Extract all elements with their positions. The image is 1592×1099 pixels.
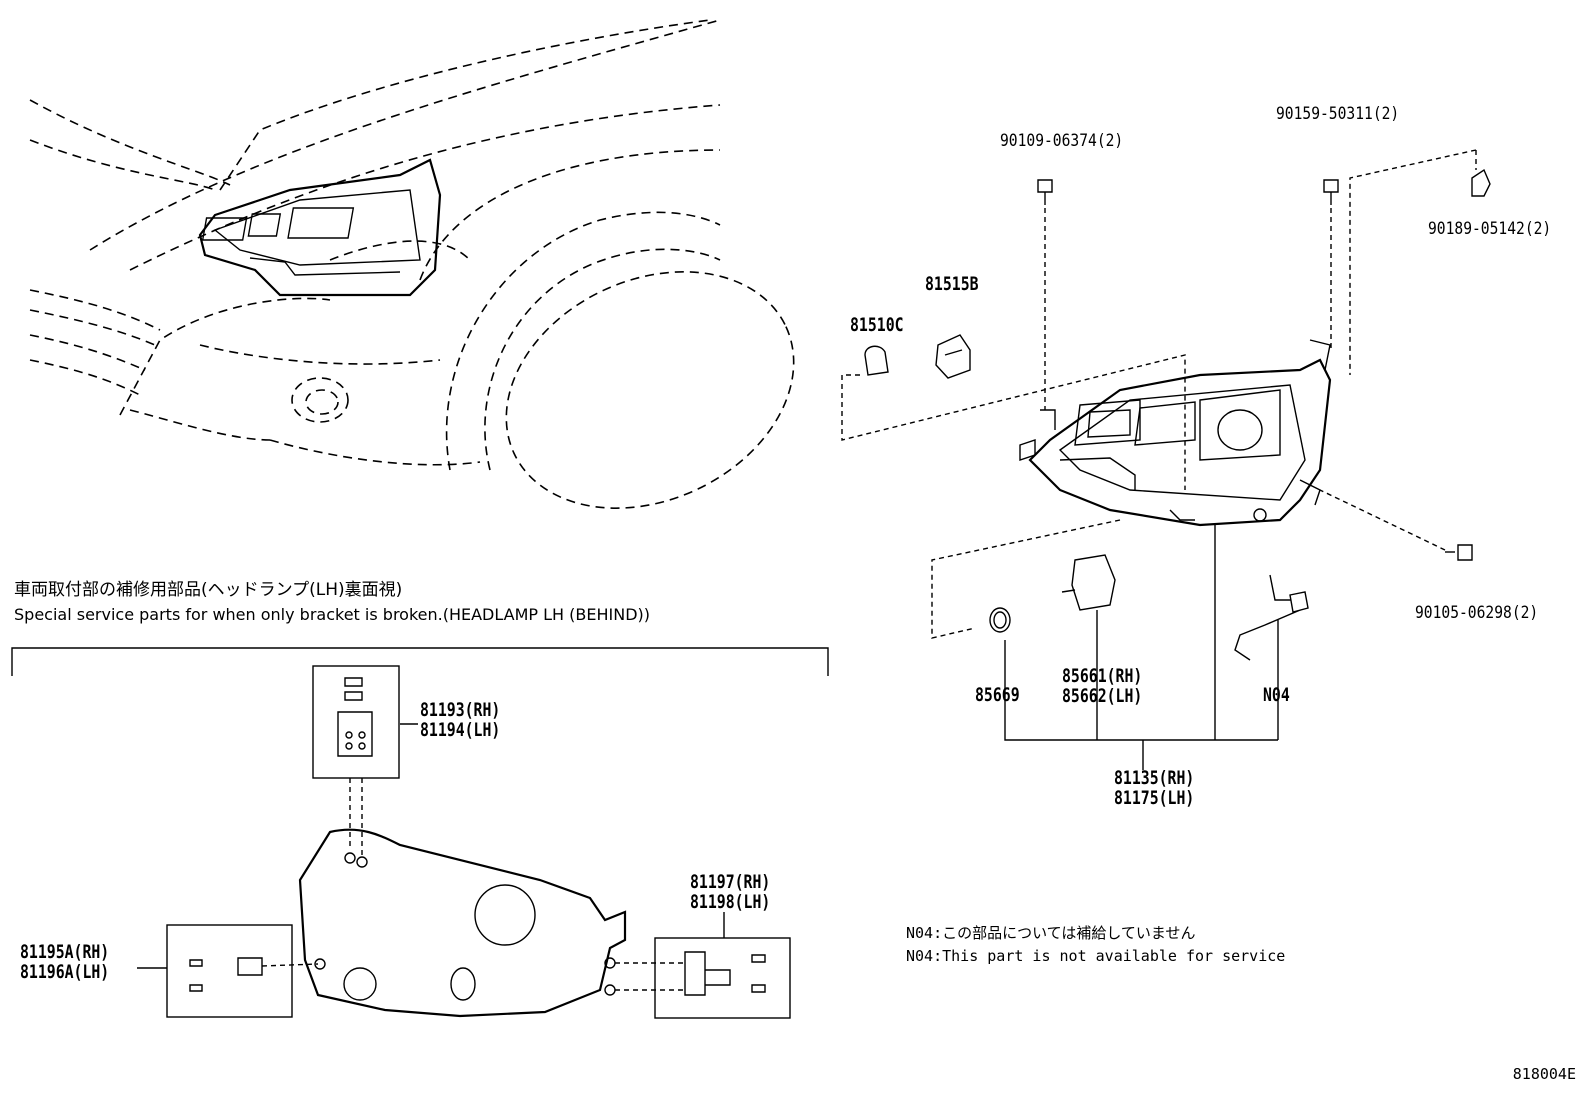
part-label-81195a: 81195A(RH) (20, 941, 110, 963)
part-label-85662: 85662(LH) (1062, 685, 1143, 707)
part-label-90105: 90105-06298(2) (1415, 603, 1539, 623)
part-label-85669: 85669 (975, 684, 1020, 706)
bracket-note-japanese: 車両取付部の補修用部品(ヘッドランプ(LH)裏面視) (14, 580, 403, 600)
part-label-81194: 81194(LH) (420, 719, 501, 741)
group-bracket-81135 (1004, 525, 1279, 770)
part-label-81515b: 81515B (925, 273, 979, 295)
n04-note-english: N04:This part is not available for servi… (906, 947, 1286, 965)
part-label-81510c: 81510C (850, 314, 904, 336)
drawing-code: 818004E (1512, 1065, 1576, 1083)
part-label-81175: 81175(LH) (1114, 787, 1195, 809)
part-label-81193: 81193(RH) (420, 699, 501, 721)
part-label-81198: 81198(LH) (690, 891, 771, 913)
part-label-90159: 90159-50311(2) (1276, 104, 1400, 124)
vehicle-outline (29, 19, 795, 509)
part-label-81135: 81135(RH) (1114, 767, 1195, 789)
service-bracket-frame (11, 647, 829, 1019)
fasteners (841, 149, 1491, 661)
part-label-85661: 85661(RH) (1062, 665, 1143, 687)
n04-note-japanese: N04:この部品については補給していません (906, 924, 1196, 942)
part-label-81197: 81197(RH) (690, 871, 771, 893)
headlamp-on-vehicle (198, 158, 442, 297)
part-label-90109: 90109-06374(2) (1000, 131, 1124, 151)
part-label-81196a: 81196A(LH) (20, 961, 110, 983)
part-label-90189: 90189-05142(2) (1428, 219, 1552, 239)
part-label-n04: N04 (1263, 684, 1290, 706)
headlamp-assembly (1019, 339, 1332, 527)
bracket-note-english: Special service parts for when only brac… (14, 605, 651, 624)
